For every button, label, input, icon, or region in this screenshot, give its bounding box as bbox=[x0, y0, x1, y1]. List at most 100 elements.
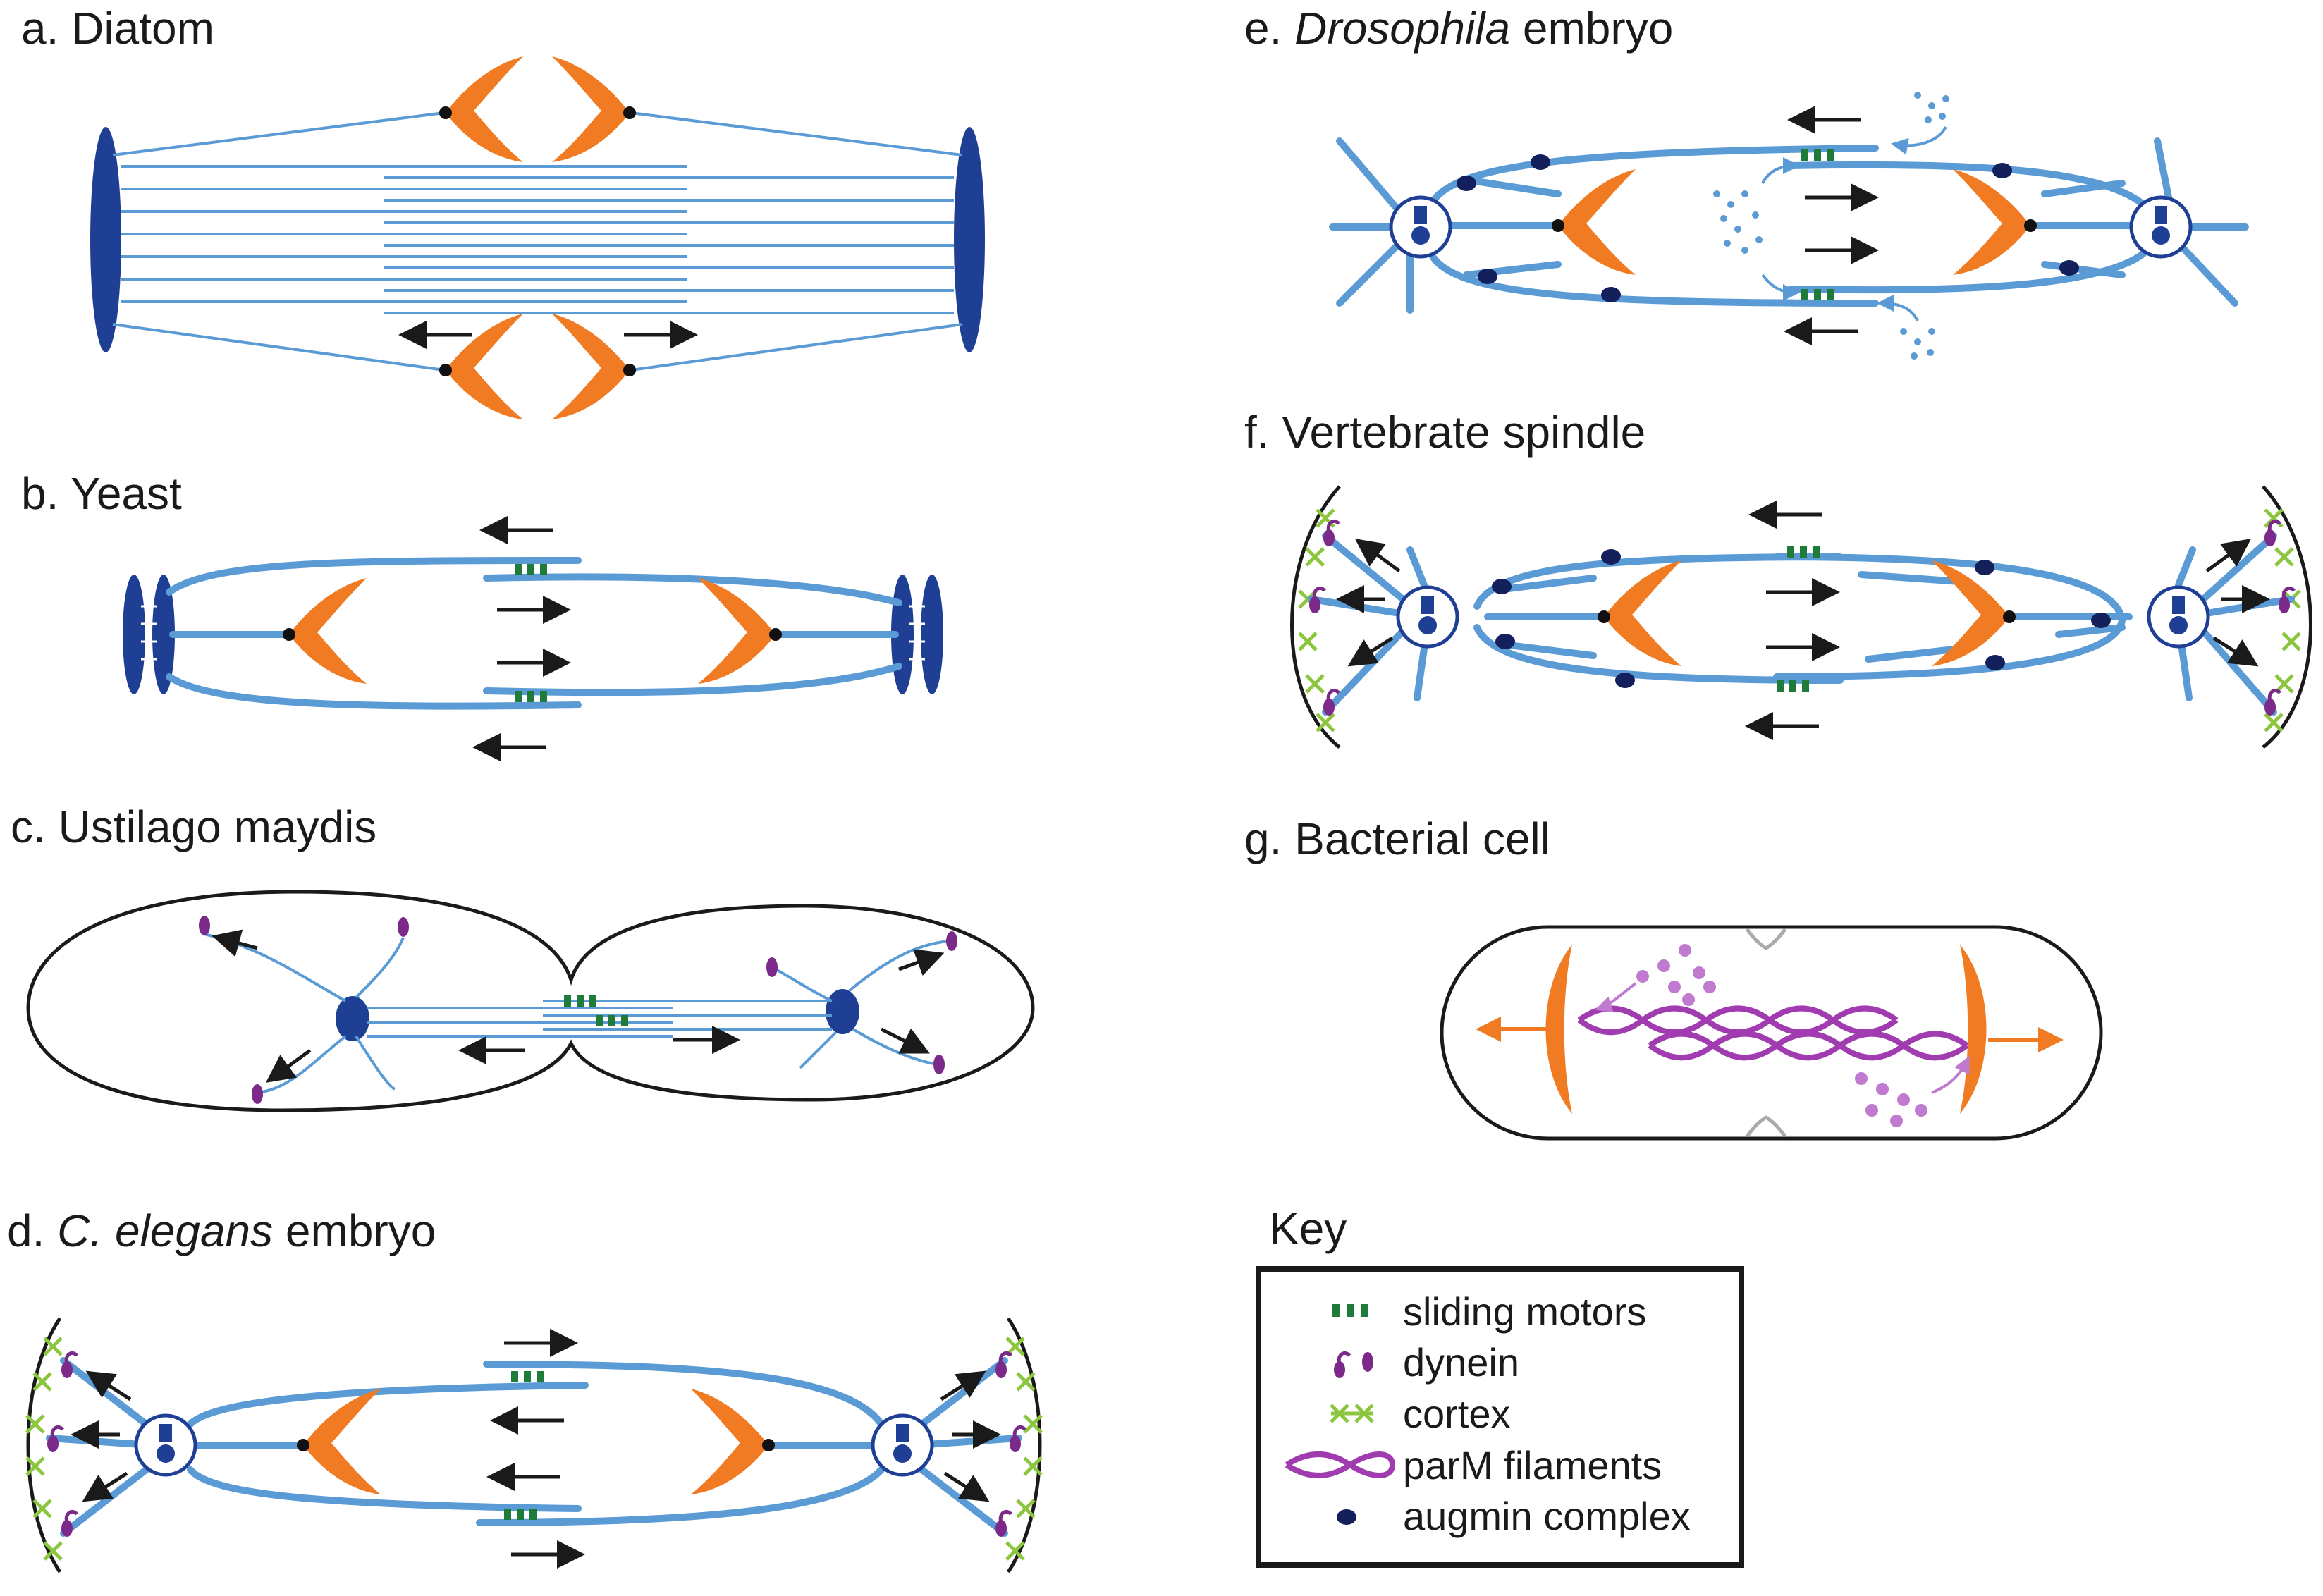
key-label: sliding motors bbox=[1403, 1289, 1646, 1334]
centrosome bbox=[2149, 587, 2208, 646]
chromosome bbox=[283, 578, 367, 684]
sliding-motor bbox=[1777, 680, 1809, 692]
microtubule bbox=[187, 1382, 589, 1428]
dynein bbox=[2264, 690, 2280, 716]
panel-f-title: f. Vertebrate spindle bbox=[1244, 407, 1645, 458]
bacterial-cell-outline bbox=[1440, 925, 2103, 1141]
panel-e-title: e. Drosophila embryo bbox=[1244, 3, 1673, 54]
astral-microtubules bbox=[1329, 137, 2249, 314]
panel-c-title: c. Ustilago maydis bbox=[11, 802, 376, 852]
microtubule bbox=[483, 663, 902, 696]
dynein bbox=[199, 916, 210, 935]
cortex-right bbox=[2262, 485, 2312, 749]
chromosome bbox=[1598, 560, 1681, 666]
spindle-pole bbox=[826, 989, 859, 1034]
tubulin-subunits bbox=[1713, 92, 1949, 360]
microtubule bbox=[476, 1466, 885, 1526]
panel-g-bacterial: g. Bacterial cell bbox=[1244, 814, 2103, 1141]
key-label: cortex bbox=[1403, 1392, 1511, 1436]
key-box bbox=[1256, 1266, 1744, 1568]
spindle-pole-body-left bbox=[123, 575, 175, 694]
panel-g-title: g. Bacterial cell bbox=[1244, 814, 1550, 864]
dynein bbox=[995, 1353, 1011, 1378]
augmin-complexes bbox=[1457, 154, 2079, 302]
arrow bbox=[85, 1370, 132, 1401]
arrow bbox=[82, 1471, 128, 1502]
plasmid-left bbox=[1545, 945, 1572, 1114]
panel-a-title: a. Diatom bbox=[21, 3, 214, 54]
spindle-pole bbox=[336, 996, 369, 1041]
arrow bbox=[1354, 539, 1401, 573]
panel-c-ustilago: c. Ustilago maydis bbox=[11, 802, 1035, 1112]
microtubule bbox=[187, 1466, 582, 1512]
sliding-motor bbox=[504, 1509, 537, 1520]
microtubule bbox=[483, 573, 902, 606]
sliding-motor bbox=[564, 995, 596, 1007]
pole-right bbox=[954, 127, 985, 352]
arrow bbox=[2205, 539, 2252, 573]
chromosome bbox=[552, 314, 636, 419]
key: Key sliding motors dynein cortex parM fi… bbox=[1256, 1203, 1744, 1568]
key-item-dynein: dynein bbox=[1334, 1340, 1519, 1385]
arrow bbox=[1347, 636, 1394, 667]
arrow bbox=[898, 949, 945, 976]
arrow bbox=[880, 1027, 930, 1054]
dynein bbox=[946, 931, 957, 951]
chromosome bbox=[297, 1389, 381, 1494]
panel-b-yeast: b. Yeast bbox=[21, 468, 943, 761]
key-title: Key bbox=[1269, 1203, 1347, 1254]
panel-f-vertebrate: f. Vertebrate spindle bbox=[1244, 407, 2312, 749]
chromosome bbox=[439, 314, 523, 419]
key-label: augmin complex bbox=[1403, 1494, 1691, 1538]
panel-d-celegans: d. C. elegans embryo bbox=[7, 1205, 1041, 1573]
augmin-complexes bbox=[1492, 549, 2111, 688]
astral-microtubules bbox=[1308, 532, 2295, 716]
septum-top bbox=[1745, 928, 1787, 950]
centrosome bbox=[136, 1416, 195, 1475]
key-item-sliding-motors: sliding motors bbox=[1332, 1289, 1646, 1334]
dynein bbox=[766, 957, 778, 977]
pole-left bbox=[90, 127, 121, 352]
panel-d-title: d. C. elegans embryo bbox=[7, 1205, 436, 1256]
microtubule bbox=[166, 557, 582, 596]
dynein bbox=[398, 917, 409, 937]
sliding-motor bbox=[515, 691, 547, 702]
arrow bbox=[2212, 636, 2259, 667]
septum-bottom bbox=[1745, 1115, 1787, 1138]
chromosome bbox=[439, 56, 523, 162]
parM-subunits bbox=[1636, 944, 1927, 1127]
dynein bbox=[1010, 1427, 1025, 1452]
sliding-motor bbox=[1801, 149, 1834, 161]
chromosome bbox=[698, 578, 782, 684]
centrosome bbox=[1391, 197, 1450, 257]
chromosome bbox=[552, 56, 636, 162]
sliding-motor bbox=[1787, 546, 1820, 558]
panel-e-drosophila: e. Drosophila embryo bbox=[1244, 3, 2249, 360]
centrosome bbox=[1398, 587, 1457, 646]
cell-outline bbox=[26, 890, 1035, 1112]
arrow bbox=[212, 929, 258, 957]
sliding-motor bbox=[596, 1015, 628, 1026]
centrosome bbox=[2131, 197, 2190, 257]
sliding-motor bbox=[515, 564, 547, 575]
panel-b-title: b. Yeast bbox=[21, 468, 182, 519]
microtubule bbox=[483, 1361, 885, 1428]
chromosome bbox=[691, 1389, 775, 1494]
key-label: dynein bbox=[1403, 1340, 1519, 1385]
sliding-motor bbox=[511, 1371, 544, 1382]
plasmid-right bbox=[1960, 945, 1987, 1114]
dynein bbox=[995, 1511, 1011, 1537]
spindle-pole-body-right bbox=[891, 575, 943, 694]
key-item-cortex: cortex bbox=[1331, 1392, 1511, 1436]
dynein bbox=[933, 1055, 945, 1074]
parM-filaments bbox=[1577, 1005, 1969, 1061]
arrow bbox=[943, 1471, 990, 1502]
sliding-motor bbox=[1801, 289, 1834, 300]
chromosome bbox=[1953, 169, 2037, 275]
chromosome bbox=[1552, 169, 1636, 275]
centrosome bbox=[873, 1416, 932, 1475]
arrow bbox=[940, 1370, 986, 1401]
key-item-parm bbox=[1285, 1451, 1395, 1478]
key-label: parM filaments bbox=[1403, 1443, 1662, 1487]
